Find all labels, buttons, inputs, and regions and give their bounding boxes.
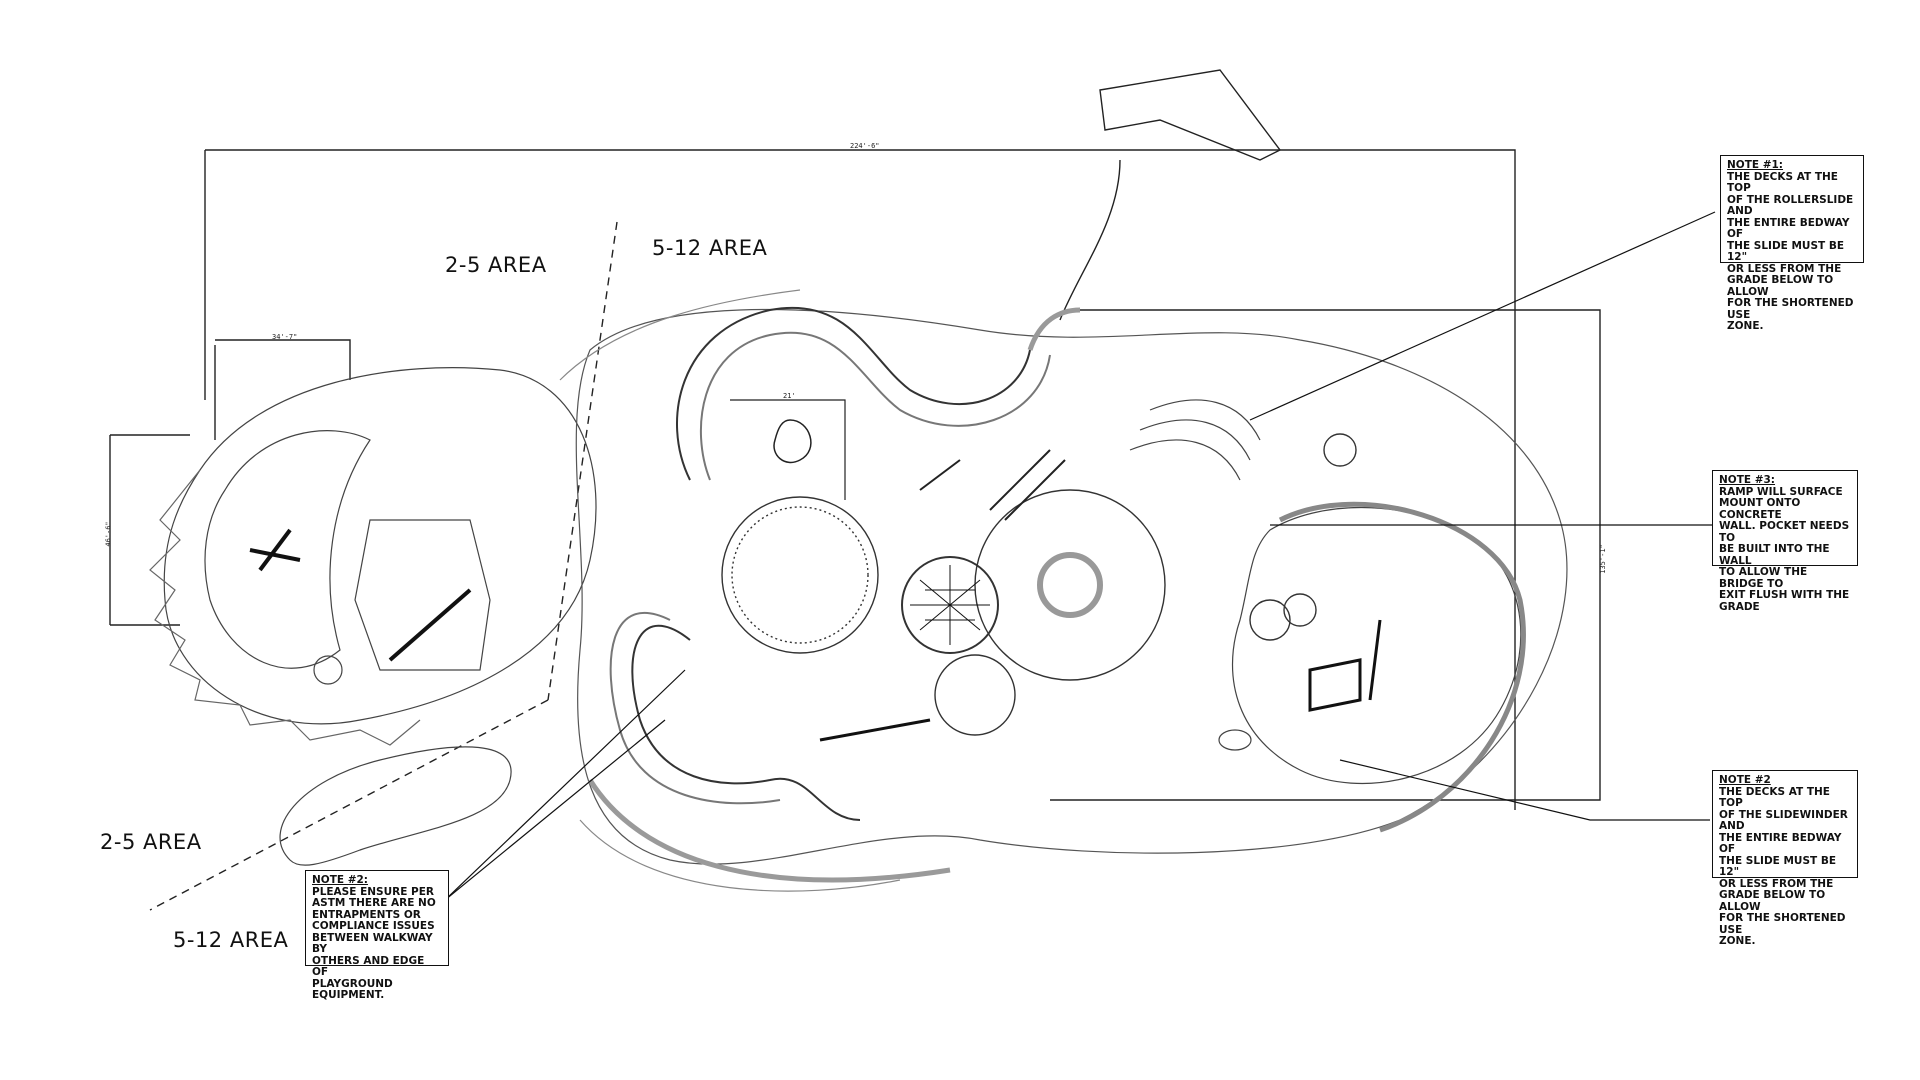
note-1-body: THE DECKS AT THE TOP OF THE ROLLERSLIDE … [1727,170,1854,332]
note-3-body: RAMP WILL SURFACE MOUNT ONTO CONCRETE WA… [1719,485,1850,613]
note2-leader [444,669,686,901]
note-2-title: NOTE #2: [312,874,369,886]
dimension-overall-width: 224'-6" [850,142,880,150]
right-gray-arc [1278,501,1526,833]
note2-leader-b [444,719,666,901]
play-circle-left [721,496,879,654]
tear-drop-planter [279,746,512,866]
play-circle-center-inner [1037,552,1103,618]
center-dimension-box [730,399,846,500]
left-zone-pad [354,519,491,671]
road-outline [1099,69,1282,161]
central-zone-outline [575,308,1568,865]
left-top-dimension [214,339,351,440]
road-curve [1059,159,1121,321]
bridge-pad [1218,729,1252,751]
walkway-bottom [579,819,901,892]
spring-rider [313,655,343,685]
lower-gray-arc [587,778,951,883]
walkway-curve [559,289,801,381]
left-bench [388,588,472,662]
dimension-left-width: 34'-7" [272,333,298,341]
area-label-5-12-top: 5-12 AREA [652,236,768,260]
ladder-net [989,449,1051,511]
dome-climber [901,556,999,654]
rollerslide-gray-band [1027,307,1081,351]
note-slidewinder-box: NOTE #2 THE DECKS AT THE TOP OF THE SLID… [1712,770,1858,947]
rollerslide-path [676,306,1031,481]
area-boundary-upper [547,221,618,701]
note-3-title: NOTE #3: [1719,474,1776,486]
note-2-body: PLEASE ENSURE PER ASTM THERE ARE NO ENTR… [312,885,436,1001]
note4-leader [1339,759,1710,821]
note-3-box: NOTE #3: RAMP WILL SURFACE MOUNT ONTO CO… [1712,470,1858,612]
area-label-2-5-top: 2-5 AREA [445,253,547,277]
dome-grid [910,565,990,645]
slidewinder-path [631,624,861,821]
note-1-box: NOTE #1: THE DECKS AT THE TOP OF THE ROL… [1720,155,1864,332]
dimension-right-height: 135'-1" [1598,544,1607,574]
note-1-title: NOTE #1: [1727,159,1784,171]
right-dimension-line [1050,309,1601,801]
left-dimension-line [109,434,190,626]
right-structure [1308,658,1362,712]
zigzag-fence [149,469,421,746]
note1-leader [1249,211,1716,421]
left-zone-inner [204,430,371,669]
ramp-curves [1129,399,1261,481]
small-circle-a [1249,599,1291,641]
play-circle-left-inner [731,506,869,644]
play-circle-center [974,489,1166,681]
note-slidewinder-body: THE DECKS AT THE TOP OF THE SLIDEWINDER … [1719,785,1848,947]
left-structure [249,548,301,562]
note-slidewinder-title: NOTE #2 [1719,774,1771,786]
spinner [934,654,1016,736]
note-2-box: NOTE #2: PLEASE ENSURE PER ASTM THERE AR… [305,870,449,1001]
dimension-center-width: 21' [783,392,796,400]
small-circle-b [1283,593,1317,627]
area-boundary-lower [149,699,549,911]
area-label-2-5-bottom: 2-5 AREA [100,830,202,854]
left-zone-outline [163,367,597,725]
lower-bench [819,718,931,742]
rounded-triangle [773,419,812,464]
dimension-left-height: 46'-6" [104,521,113,547]
area-label-5-12-bottom: 5-12 AREA [173,928,289,952]
small-circle-right [1323,433,1357,467]
